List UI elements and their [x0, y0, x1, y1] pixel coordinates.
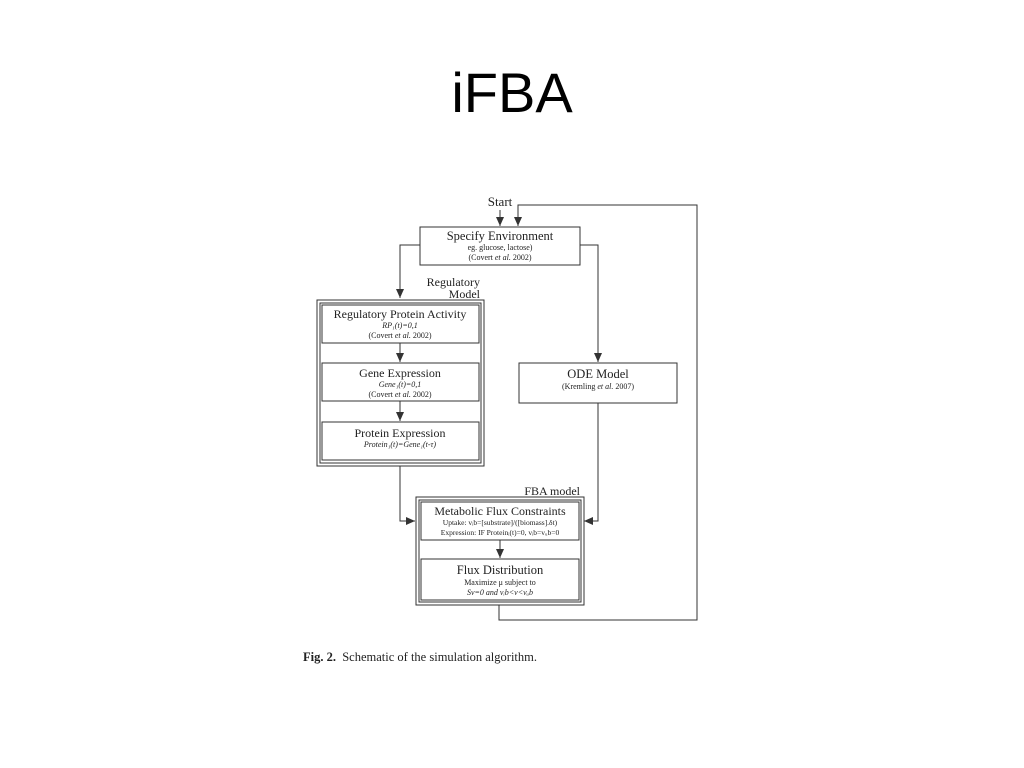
figure-caption-text: Schematic of the simulation algorithm.	[342, 650, 537, 664]
regulatory-model-label-line2: Model	[449, 287, 481, 301]
env-to-regulatory-arrow	[396, 244, 420, 298]
start-label: Start	[488, 194, 513, 209]
ode-model-citation: (Kremling et al. 2007)	[562, 382, 634, 391]
regulatory-model-label-line1: Regulatory	[427, 275, 480, 289]
regulatory-to-fba-arrow	[399, 466, 415, 525]
flux-distribution-constraint: Sv=0 and vᵢb<v<vᵤb	[467, 588, 533, 597]
regulatory-protein-activity-box: Regulatory Protein Activity RP₁(t)=0,1 (…	[321, 304, 480, 344]
env-to-ode-arrow	[580, 244, 602, 362]
specify-environment-citation: (Covert et al. 2002)	[468, 253, 531, 262]
gene-expression-title: Gene Expression	[359, 366, 441, 380]
figure-caption-label: Fig. 2.	[303, 650, 336, 664]
slide-title: iFBA	[451, 61, 573, 124]
regulatory-protein-activity-citation: (Covert et al. 2002)	[368, 331, 431, 340]
specify-environment-example: eg. glucose, lactose)	[468, 243, 533, 252]
gene-expression-citation: (Covert et al. 2002)	[368, 390, 431, 399]
metabolic-flux-constraints-title: Metabolic Flux Constraints	[434, 504, 566, 518]
ode-model-title: ODE Model	[567, 367, 629, 381]
regulatory-protein-activity-title: Regulatory Protein Activity	[334, 307, 467, 321]
figure-caption: Fig. 2. Schematic of the simulation algo…	[303, 650, 537, 665]
regulatory-protein-activity-formula: RP₁(t)=0,1	[381, 321, 418, 330]
protein-expression-formula: Protein₁(t)=Gene₁(t-τ)	[363, 440, 437, 449]
protein-expression-box: Protein Expression Protein₁(t)=Gene₁(t-τ…	[321, 421, 480, 461]
gene-expression-formula: Gene₁(t)=0,1	[379, 380, 422, 389]
ode-model-box: ODE Model (Kremling et al. 2007)	[518, 362, 678, 404]
metabolic-flux-constraints-expression: Expression: IF Proteinᵢ(t)=0, vᵢb=vᵤb=0	[441, 528, 560, 537]
flux-distribution-title: Flux Distribution	[457, 563, 544, 577]
metabolic-flux-constraints-uptake: Uptake: vᵢb=[substrate]/([biomass].δt)	[443, 518, 558, 527]
metabolic-flux-constraints-box: Metabolic Flux Constraints Uptake: vᵢb=[…	[420, 501, 580, 541]
flux-distribution-box: Flux Distribution Maximize μ subject to …	[420, 558, 580, 601]
protein-expression-title: Protein Expression	[355, 426, 446, 440]
specify-environment-box: Specify Environment eg. glucose, lactose…	[419, 226, 581, 266]
gene-expression-box: Gene Expression Gene₁(t)=0,1 (Covert et …	[321, 362, 480, 402]
fba-model-container	[415, 496, 585, 606]
flux-distribution-objective: Maximize μ subject to	[464, 578, 536, 587]
ode-to-fba-arrow	[584, 403, 599, 525]
fba-model-label: FBA model	[524, 484, 580, 498]
feedback-loop-line	[498, 204, 698, 621]
specify-environment-title: Specify Environment	[447, 229, 554, 243]
